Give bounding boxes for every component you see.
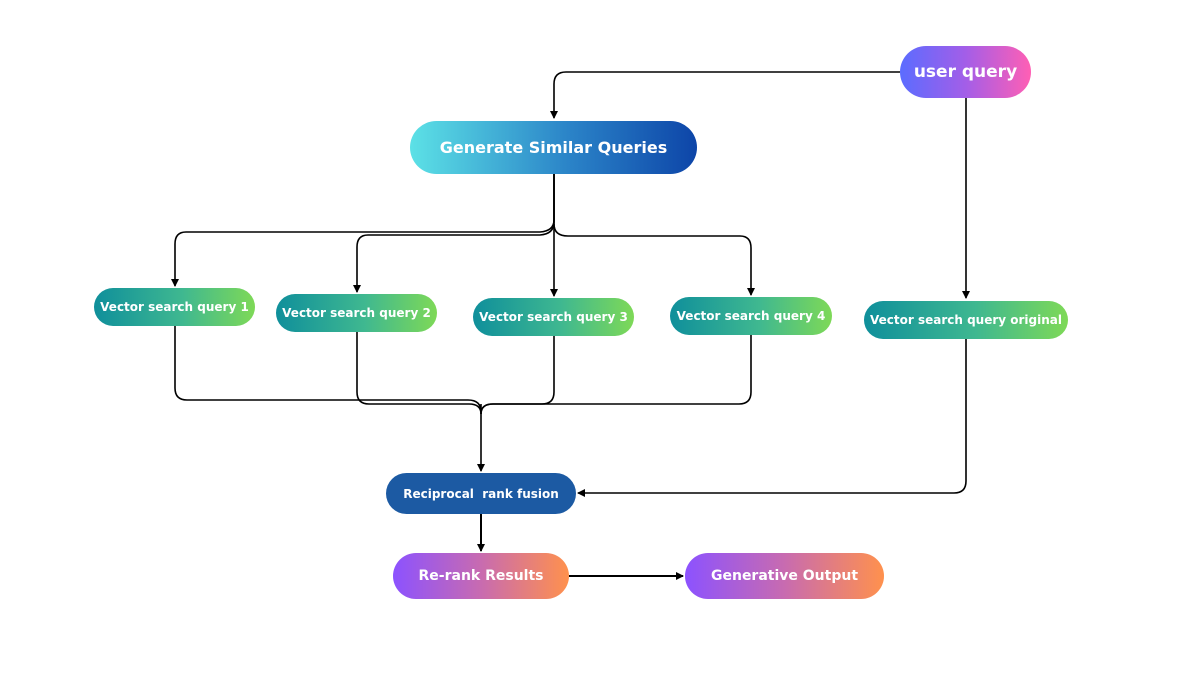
reciprocal-rank-fusion-label: Reciprocal rank fusion [403, 486, 559, 501]
edge-generate-to-v1 [171, 174, 555, 287]
generate-similar-queries-node: Generate Similar Queries [410, 121, 697, 174]
edge-generate-to-v2 [353, 174, 555, 293]
edge-original-to-rrf [577, 339, 967, 497]
vector-search-query-1-node: Vector search query 1 [94, 288, 255, 326]
edge-v3-to-rrf [480, 336, 555, 415]
generative-output-node: Generative Output [685, 553, 884, 599]
vector-search-query-1-label: Vector search query 1 [100, 300, 249, 314]
rerank-results-label: Re-rank Results [418, 568, 544, 584]
generative-output-label: Generative Output [710, 568, 859, 584]
edge-generate-to-v4 [553, 223, 755, 296]
vector-search-query-3-label: Vector search query 3 [479, 310, 628, 324]
vector-search-query-original-node: Vector search query original [864, 301, 1068, 339]
vector-search-query-original-label: Vector search query original [869, 313, 1062, 327]
vector-search-query-2-node: Vector search query 2 [276, 294, 437, 332]
user-query-node: user query [900, 46, 1031, 98]
rerank-results-node: Re-rank Results [393, 553, 569, 599]
vector-search-query-3-node: Vector search query 3 [473, 298, 634, 336]
edge-v1-to-rrf [174, 326, 482, 413]
reciprocal-rank-fusion-node: Reciprocal rank fusion [386, 473, 576, 514]
generate-similar-queries-label: Generate Similar Queries [439, 138, 668, 157]
edge-v4-to-rrf [480, 335, 752, 415]
edge-user-to-generate [550, 71, 900, 119]
edge-v2-to-rrf [356, 332, 482, 415]
vector-search-query-2-label: Vector search query 2 [282, 306, 431, 320]
user-query-label: user query [913, 62, 1018, 82]
vector-search-query-4-node: Vector search query 4 [670, 297, 832, 335]
vector-search-query-4-label: Vector search query 4 [676, 309, 826, 323]
